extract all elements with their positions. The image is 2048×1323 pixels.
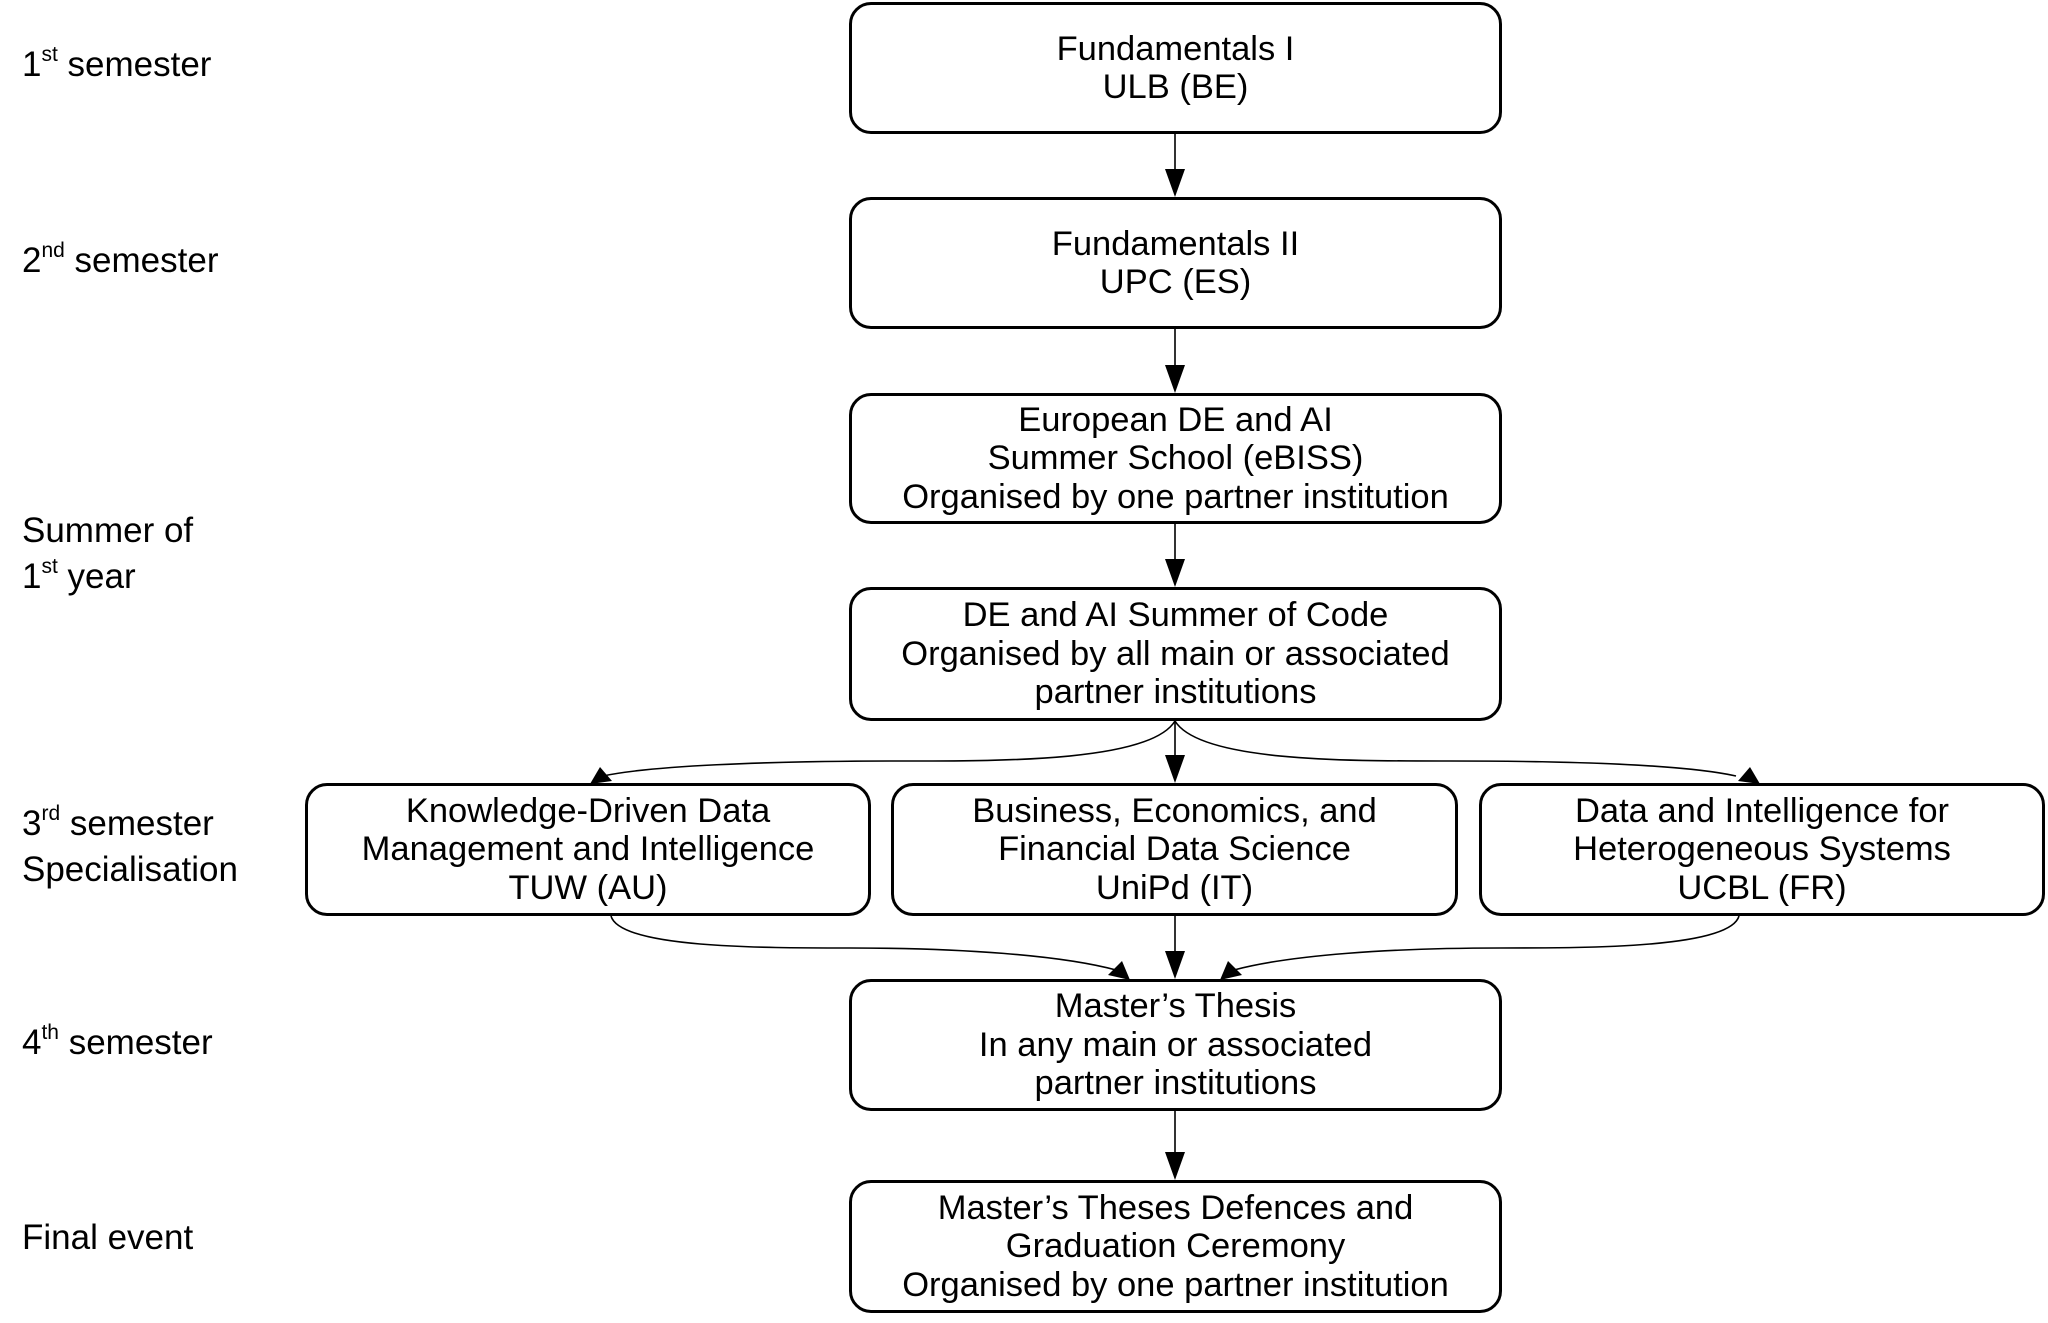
arrowhead-icon [1108, 961, 1130, 980]
node-fundamentals-2: Fundamentals II UPC (ES) [849, 197, 1502, 329]
node-title: Fundamentals I [1056, 29, 1295, 68]
label-text: Final event [22, 1218, 194, 1257]
label-line-2: 1st year [22, 554, 193, 600]
node-institution: UniPd (IT) [1095, 868, 1254, 907]
edge-summer-code-to-spec-knowledge [602, 720, 1176, 777]
node-spec-knowledge-driven: Knowledge-Driven Data Management and Int… [305, 783, 871, 916]
node-title: European DE and AI [1018, 400, 1333, 439]
label-line-1: 3rd semester [22, 801, 238, 847]
node-title-cont: Financial Data Science [998, 830, 1351, 869]
edge-summer-code-to-spec-data [1174, 720, 1737, 777]
node-title-cont: Heterogeneous Systems [1573, 830, 1951, 869]
ordinal: 1 [22, 557, 42, 596]
node-location-cont: partner institutions [1034, 1064, 1317, 1103]
arrowhead-icon [1165, 559, 1185, 587]
arrowhead-icon [1165, 951, 1185, 979]
node-title: Data and Intelligence for [1575, 791, 1949, 830]
ordinal-suffix: st [41, 555, 58, 579]
node-title: Master’s Thesis [1054, 987, 1297, 1026]
arrowhead-icon [1220, 961, 1242, 980]
label-text: semester [58, 1023, 213, 1062]
label-text: year [57, 557, 136, 596]
label-text: semester [60, 804, 214, 843]
ordinal: 4 [22, 1023, 42, 1062]
ordinal-suffix: nd [41, 239, 65, 263]
row-label-3rd-semester-specialisation: 3rd semester Specialisation [22, 801, 238, 893]
node-summer-of-code: DE and AI Summer of Code Organised by al… [849, 587, 1502, 721]
ordinal: 1 [22, 45, 42, 84]
edge-spec-data-to-thesis [1233, 915, 1740, 971]
node-title-cont: Management and Intelligence [361, 830, 815, 869]
node-organiser: Organised by one partner institution [902, 477, 1449, 516]
node-organiser: Organised by all main or associated [901, 634, 1450, 673]
node-organiser-cont: partner institutions [1034, 673, 1317, 712]
node-title-cont: Graduation Ceremony [1005, 1227, 1346, 1266]
node-final-event: Master’s Theses Defences and Graduation … [849, 1180, 1502, 1313]
node-title: Business, Economics, and [972, 791, 1377, 830]
edge-spec-knowledge-to-thesis [610, 915, 1117, 971]
node-location: In any main or associated [978, 1025, 1373, 1064]
ordinal-suffix: th [41, 1021, 59, 1045]
node-spec-business-economics: Business, Economics, and Financial Data … [891, 783, 1458, 916]
node-institution: UPC (ES) [1099, 263, 1252, 301]
row-label-1st-semester: 1st semester [22, 42, 211, 88]
label-text: semester [57, 45, 212, 84]
node-spec-data-intelligence: Data and Intelligence for Heterogeneous … [1479, 783, 2045, 916]
node-title: Knowledge-Driven Data [405, 791, 771, 830]
label-text: semester [64, 241, 219, 280]
row-label-4th-semester: 4th semester [22, 1020, 213, 1066]
row-label-final-event: Final event [22, 1215, 193, 1261]
node-institution: ULB (BE) [1102, 68, 1249, 106]
ordinal: 3 [22, 804, 42, 843]
node-institution: UCBL (FR) [1677, 868, 1847, 907]
arrowhead-icon [1165, 1152, 1185, 1180]
node-organiser: Organised by one partner institution [902, 1265, 1449, 1304]
row-label-summer-1st-year: Summer of 1st year [22, 508, 193, 600]
arrowhead-icon [1165, 365, 1185, 393]
arrowhead-icon [1165, 755, 1185, 783]
arrowhead-icon [590, 767, 612, 784]
node-fundamentals-1: Fundamentals I ULB (BE) [849, 2, 1502, 134]
arrowhead-icon [1165, 169, 1185, 197]
node-masters-thesis: Master’s Thesis In any main or associate… [849, 979, 1502, 1111]
ordinal-suffix: rd [41, 802, 61, 826]
ordinal: 2 [22, 241, 42, 280]
row-label-2nd-semester: 2nd semester [22, 238, 218, 284]
node-subtitle: Summer School (eBISS) [987, 439, 1364, 478]
node-title: Fundamentals II [1051, 224, 1300, 263]
node-title: DE and AI Summer of Code [962, 596, 1389, 635]
arrowhead-icon [1738, 767, 1760, 784]
node-title: Master’s Theses Defences and [937, 1188, 1414, 1227]
label-line-2: Specialisation [22, 850, 238, 889]
ordinal-suffix: st [41, 43, 58, 67]
node-summer-school: European DE and AI Summer School (eBISS)… [849, 393, 1502, 524]
node-institution: TUW (AU) [508, 868, 668, 907]
label-line-1: Summer of [22, 511, 194, 550]
